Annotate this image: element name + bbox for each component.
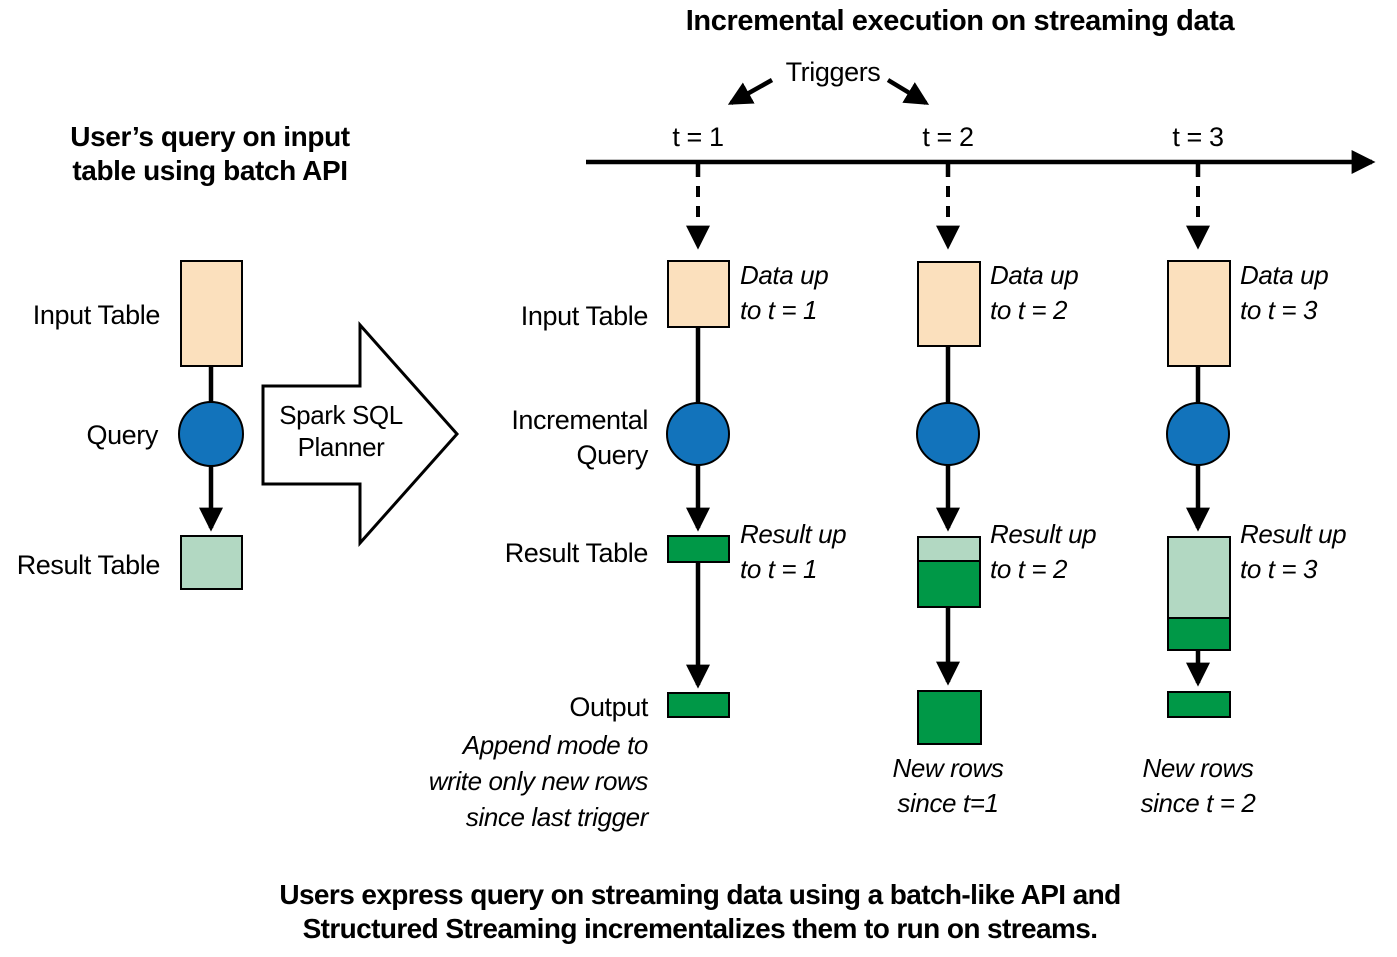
col2-input-table-box [917,261,981,347]
col2-output-box [917,690,982,745]
trigger-arrow-left [727,78,774,105]
batch-query-label: Query [86,420,158,450]
col2-result-table-box [917,536,981,608]
caption-line2: Structured Streaming incrementalizes the… [302,913,1098,944]
col1-input-table-box [667,260,730,328]
col3-data-note-line1: Data up [1240,260,1329,290]
col3-result-new-rows-segment [1169,617,1229,649]
stream-result-table-label: Result Table [504,538,649,568]
col1-data-note-line1: Data up [740,260,829,290]
batch-result-table-label: Result Table [16,550,161,580]
stream-output-label: Output [569,692,648,722]
col1-result-note-line1: Result up [740,519,847,549]
col3-input-table-box [1167,260,1231,367]
col1-query-circle [666,402,730,466]
caption: Users express query on streaming data us… [160,878,1240,946]
planner-label-line2: Planner [297,432,385,462]
col1-result-note: Result up to t = 1 [740,517,880,587]
col2-result-note-line1: Result up [990,519,1097,549]
trigger-arrow-right [886,78,930,105]
stream-incremental-query-label: Incremental Query [420,403,648,473]
col2-data-note-line2: to t = 2 [990,295,1068,325]
stream-input-table-label: Input Table [520,301,649,331]
diagram-title: Incremental execution on streaming data [685,5,1235,37]
batch-result-table-box [180,535,243,590]
col3-data-note-line2: to t = 3 [1240,295,1318,325]
col3-result-table-box [1167,536,1231,651]
col2-query-circle [916,402,980,466]
col2-data-note: Data up to t = 2 [990,258,1120,328]
col2-result-note-line2: to t = 2 [990,554,1068,584]
batch-input-table-label: Input Table [32,300,161,330]
col2-new-rows-note: New rows since t=1 [868,751,1028,821]
col3-output-box [1167,691,1231,718]
col3-result-note-line1: Result up [1240,519,1347,549]
stream-incremental-query-line1: Incremental [511,405,648,435]
col1-data-note-line2: to t = 1 [740,295,818,325]
append-mode-note: Append mode to write only new rows since… [370,727,649,835]
append-mode-note-line1: Append mode to [462,730,649,760]
col3-query-circle [1166,402,1230,466]
col1-result-table-box [667,535,730,563]
tick-label-2: t = 2 [922,122,974,152]
planner-arrow-shape [261,321,460,547]
col2-data-note-line1: Data up [990,260,1079,290]
batch-query-circle [178,401,244,467]
col3-new-rows-note: New rows since t = 2 [1118,751,1278,821]
batch-heading-line1: User’s query on input [70,121,350,152]
tick-label-1: t = 1 [672,122,724,152]
append-mode-note-line3: since last trigger [465,802,649,832]
planner-label: Spark SQL Planner [266,399,416,463]
col3-new-rows-note-line1: New rows [1142,753,1254,783]
col3-result-note: Result up to t = 3 [1240,517,1380,587]
col3-data-note: Data up to t = 3 [1240,258,1370,328]
stream-incremental-query-line2: Query [576,440,648,470]
col2-result-note: Result up to t = 2 [990,517,1130,587]
col1-result-note-line2: to t = 1 [740,554,818,584]
planner-label-line1: Spark SQL [279,400,403,430]
col2-result-new-rows-segment [919,560,979,606]
tick-label-3: t = 3 [1172,122,1224,152]
col2-new-rows-note-line2: since t=1 [897,788,999,818]
batch-heading: User’s query on input table using batch … [40,120,380,188]
col1-output-box [667,692,730,718]
batch-heading-line2: table using batch API [72,155,348,186]
col3-new-rows-note-line2: since t = 2 [1140,788,1256,818]
caption-line1: Users express query on streaming data us… [279,879,1121,910]
col1-data-note: Data up to t = 1 [740,258,870,328]
col2-new-rows-note-line1: New rows [892,753,1004,783]
triggers-label: Triggers [785,57,881,87]
append-mode-note-line2: write only new rows [428,766,649,796]
batch-input-table-box [180,260,243,367]
col3-result-note-line2: to t = 3 [1240,554,1318,584]
